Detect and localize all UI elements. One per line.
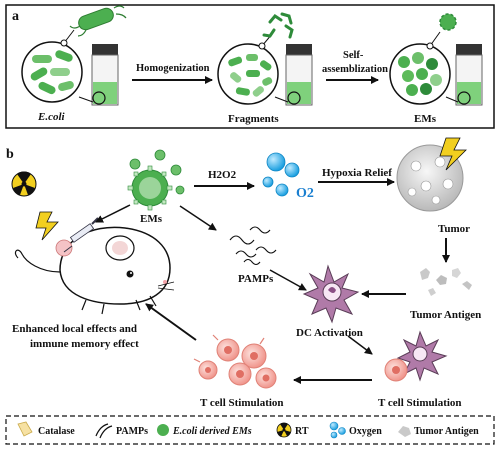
- t-cell-stim-right-label: T cell Stimulation: [378, 397, 462, 409]
- legend-rt-label: RT: [295, 426, 309, 437]
- ecoli-stage: E.coli: [21, 5, 127, 123]
- hypoxia-relief-label: Hypoxia Relief: [322, 167, 392, 179]
- tumor-label: Tumor: [438, 223, 470, 235]
- tumor-antigen-icon: [398, 426, 411, 437]
- fragments-stage: Fragments: [217, 12, 313, 125]
- ems-label-a: EMs: [414, 113, 437, 125]
- ecoli-vial: [78, 44, 119, 106]
- ecoli-rods: [30, 50, 74, 95]
- ecoli-bacterium-icon: [69, 5, 127, 37]
- legend-catalase-label: Catalase: [38, 426, 75, 437]
- dc-activation-label: DC Activation: [296, 327, 363, 339]
- fragment-pieces: [228, 54, 273, 97]
- catalase-icon: [17, 421, 33, 437]
- homogenization-label: Homogenization: [136, 63, 210, 74]
- legend-oxygen-label: Oxygen: [349, 426, 382, 437]
- legend-pamps-label: PAMPs: [116, 426, 148, 437]
- legend-frame: [5, 415, 495, 445]
- h2o2-label: H2O2: [208, 169, 237, 181]
- arrow-ems-to-mouse: [95, 204, 131, 223]
- lightning-bolt-icon-right: [439, 137, 467, 171]
- ecoli-em-icon: [157, 424, 169, 436]
- ems-cluster: EMs: [127, 149, 185, 225]
- oxygen-icon: [329, 421, 346, 439]
- ems-stage: EMs: [389, 13, 483, 125]
- pamps-strands: PAMPs: [229, 226, 277, 285]
- em-spheres: [398, 52, 442, 96]
- fragments-label: Fragments: [228, 113, 279, 125]
- fragments-vial: [274, 44, 313, 106]
- arrow-pamps-to-dc: [269, 269, 307, 291]
- tumor-illustration: Tumor: [396, 137, 470, 235]
- arrow-tcells-to-mouse: [145, 303, 197, 341]
- panel-b: b: [6, 137, 481, 409]
- pamps-label: PAMPs: [238, 273, 274, 285]
- fragment-cluster-icon: [262, 12, 294, 39]
- radiation-icon: [11, 171, 37, 197]
- legend-tumor-antigen-label: Tumor Antigen: [414, 426, 479, 437]
- legend: Catalase PAMPs E.coli derived EMs RT Oxy…: [5, 415, 495, 445]
- em-particle-icon: [439, 13, 457, 31]
- panel-b-letter: b: [6, 147, 14, 162]
- panel-a-letter: a: [12, 9, 19, 24]
- ems-label-b: EMs: [140, 213, 163, 225]
- homogenization-arrow: Homogenization: [132, 63, 213, 84]
- ecoli-label: E.coli: [37, 111, 66, 123]
- pamps-icon: [95, 423, 113, 439]
- panel-a: a: [5, 4, 495, 129]
- tumor-antigen-label: Tumor Antigen: [410, 309, 481, 321]
- h2o2-arrow: H2O2: [194, 169, 255, 190]
- arrow-dc-to-tcell: [347, 335, 373, 355]
- o2-label: O2: [296, 186, 314, 201]
- self-assembly-arrow: Self- assemblization: [322, 50, 388, 84]
- self-assembly-label-1: Self-: [343, 50, 364, 61]
- radiation-legend-icon: [276, 422, 292, 438]
- enhanced-effects-line2: immune memory effect: [30, 338, 139, 350]
- t-cell-cluster: T cell Stimulation: [193, 334, 284, 409]
- oxygen-bubbles: O2: [262, 152, 314, 201]
- hypoxia-relief-arrow: Hypoxia Relief: [318, 167, 395, 186]
- t-cell-stim-left-label: T cell Stimulation: [200, 397, 284, 409]
- self-assembly-label-2: assemblization: [322, 64, 388, 75]
- mouse-illustration: [14, 217, 175, 315]
- dc-tcell-interaction: T cell Stimulation: [378, 330, 462, 409]
- lightning-bolt-icon-left: [35, 211, 59, 241]
- enhanced-effects-line1: Enhanced local effects and: [12, 323, 137, 335]
- ems-vial: [445, 44, 483, 106]
- legend-ems-label: E.coli derived EMs: [172, 426, 252, 437]
- tumor-site: [55, 239, 73, 257]
- tumor-antigen-fragments: Tumor Antigen: [410, 268, 481, 321]
- dendritic-cell: DC Activation: [296, 264, 363, 339]
- arrow-ems-to-pamps: [179, 205, 217, 231]
